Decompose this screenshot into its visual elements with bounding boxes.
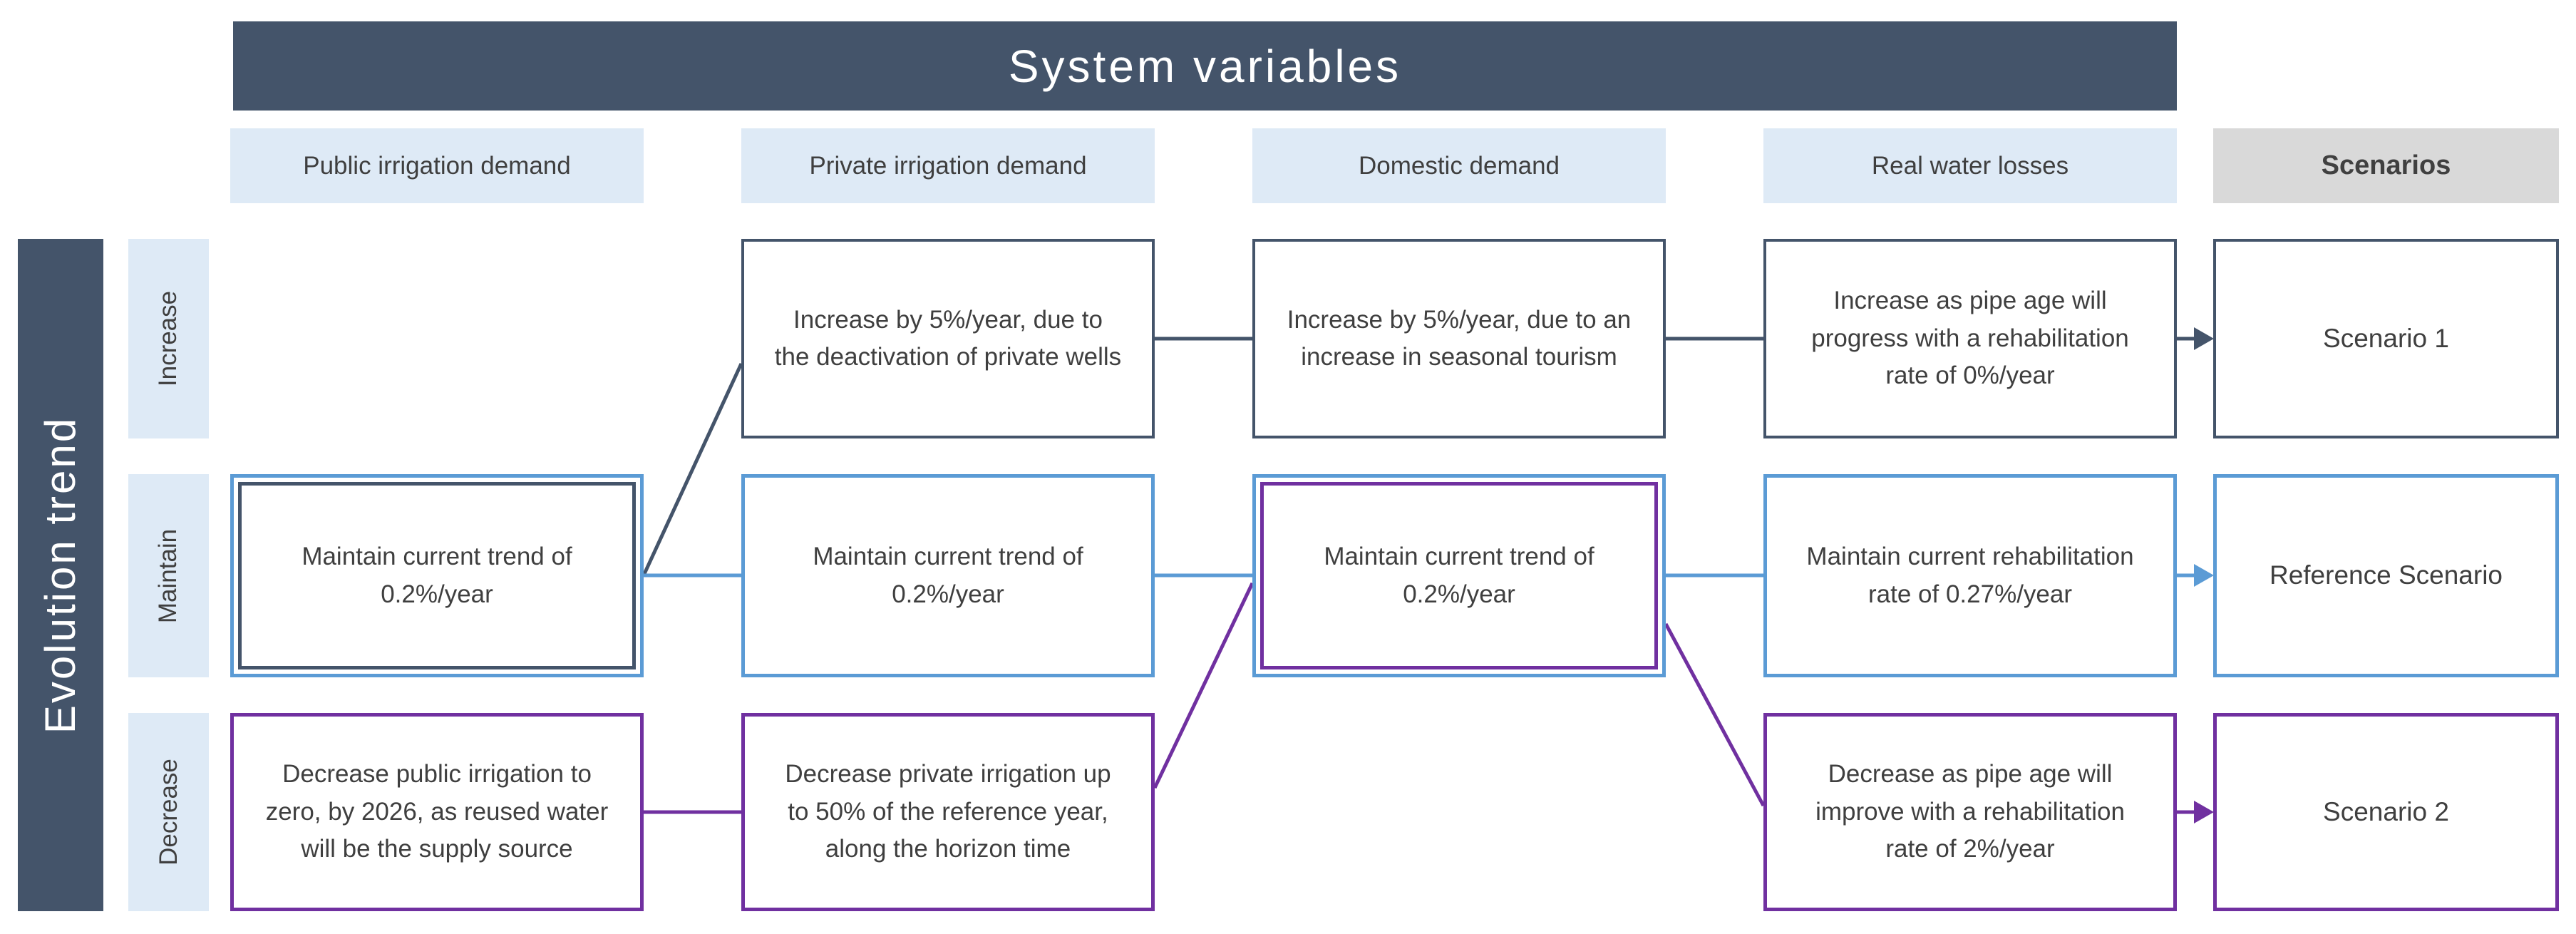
cell-public-decrease: Decrease public irrigation to zero, by 2… bbox=[230, 713, 644, 911]
column-header-label: Real water losses bbox=[1871, 151, 2069, 180]
cell-public-maintain-inner: Maintain current trend of 0.2%/year bbox=[238, 482, 636, 669]
row-label-increase: Increase bbox=[128, 239, 209, 438]
cell-real-losses-increase: Increase as pipe age will progress with … bbox=[1763, 239, 2177, 438]
cell-domestic-increase: Increase by 5%/year, due to an increase … bbox=[1252, 239, 1666, 438]
row-label-text: Maintain bbox=[154, 528, 182, 623]
cell-private-decrease: Decrease private irrigation up to 50% of… bbox=[741, 713, 1155, 911]
column-header-public-irrigation: Public irrigation demand bbox=[230, 128, 644, 203]
column-header-label: Public irrigation demand bbox=[303, 151, 571, 180]
column-header-real-water-losses: Real water losses bbox=[1763, 128, 2177, 203]
system-variables-header: System variables bbox=[233, 21, 2177, 111]
cell-domestic-maintain: Maintain current trend of 0.2%/year bbox=[1252, 474, 1666, 677]
scenario1-arrowhead-icon bbox=[2194, 327, 2214, 350]
cell-real-losses-maintain: Maintain current rehabilitation rate of … bbox=[1763, 474, 2177, 677]
row-label-text: Increase bbox=[154, 290, 182, 387]
scenario2-diagonal-down-connector bbox=[1664, 622, 1766, 807]
scenario1-diagonal-connector bbox=[642, 362, 743, 577]
column-header-label: Private irrigation demand bbox=[809, 151, 1087, 180]
cell-private-increase: Increase by 5%/year, due to the deactiva… bbox=[741, 239, 1155, 438]
cell-public-maintain: Maintain current trend of 0.2%/year bbox=[230, 474, 644, 677]
scenario-2-box: Scenario 2 bbox=[2213, 713, 2559, 911]
system-variables-title: System variables bbox=[1008, 40, 1402, 92]
scenarios-header: Scenarios bbox=[2213, 128, 2559, 203]
cell-private-maintain: Maintain current trend of 0.2%/year bbox=[741, 474, 1155, 677]
scenario2-arrowhead-icon bbox=[2194, 801, 2214, 823]
evolution-trend-bar: Evolution trend bbox=[18, 239, 103, 911]
scenario-1-box: Scenario 1 bbox=[2213, 239, 2559, 438]
column-header-private-irrigation: Private irrigation demand bbox=[741, 128, 1155, 203]
cell-domestic-maintain-inner: Maintain current trend of 0.2%/year bbox=[1260, 482, 1658, 669]
cell-real-losses-decrease: Decrease as pipe age will improve with a… bbox=[1763, 713, 2177, 911]
evolution-trend-label: Evolution trend bbox=[36, 416, 85, 734]
scenario2-diagonal-up-connector bbox=[1153, 582, 1254, 789]
row-label-text: Decrease bbox=[154, 759, 182, 866]
scenarios-header-label: Scenarios bbox=[2321, 150, 2451, 180]
row-label-maintain: Maintain bbox=[128, 474, 209, 677]
row-label-decrease: Decrease bbox=[128, 713, 209, 911]
reference-arrowhead-icon bbox=[2194, 564, 2214, 587]
reference-scenario-box: Reference Scenario bbox=[2213, 474, 2559, 677]
column-header-label: Domestic demand bbox=[1358, 151, 1560, 180]
column-header-domestic-demand: Domestic demand bbox=[1252, 128, 1666, 203]
